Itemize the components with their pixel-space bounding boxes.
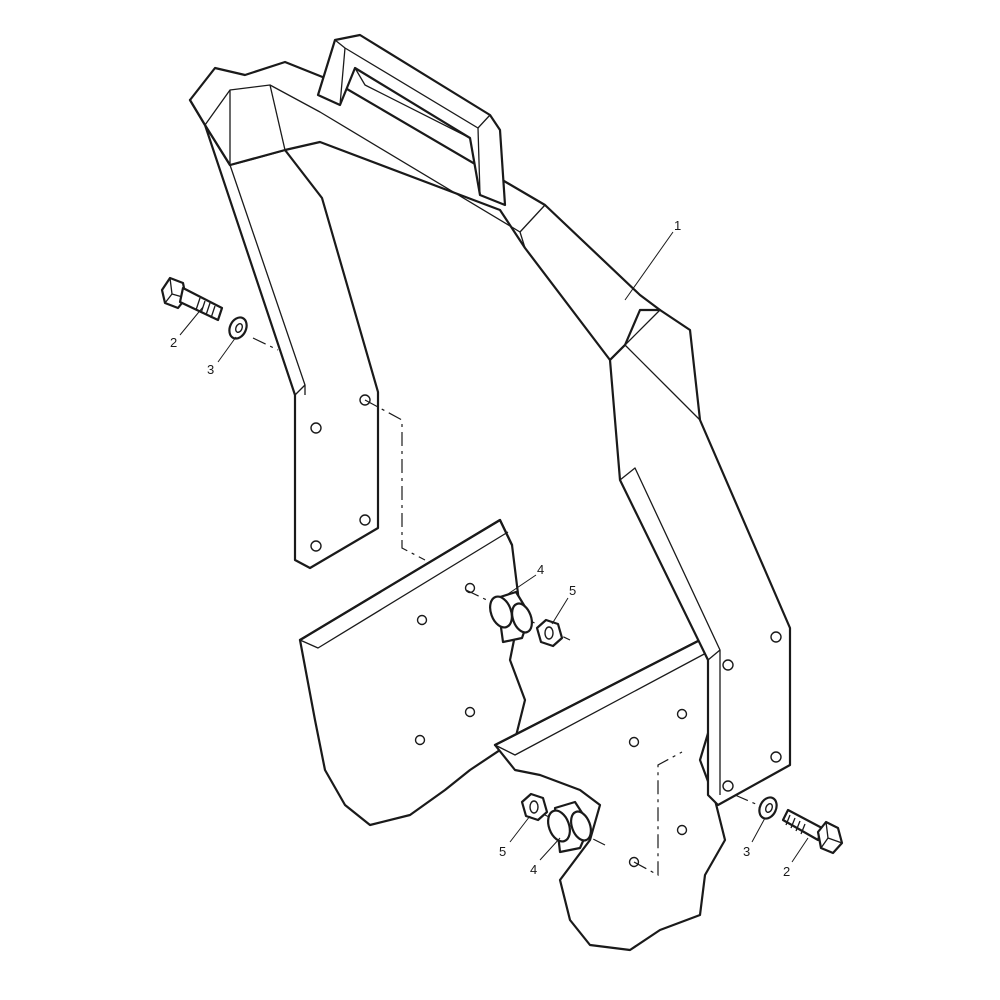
bolt-right	[781, 808, 844, 855]
spacer-lower	[547, 800, 592, 854]
nut-upper	[535, 618, 564, 648]
callout-washer-left: 3	[207, 362, 214, 377]
guard-frame	[188, 33, 792, 807]
callout-bolt-right: 2	[783, 864, 790, 879]
callout-spacer-lower: 4	[530, 862, 537, 877]
spacer-upper	[489, 590, 533, 644]
nut-lower	[520, 792, 549, 822]
washer-left	[228, 316, 248, 340]
leader-lines	[179, 231, 809, 863]
callout-nut-upper: 5	[569, 583, 576, 598]
lower-mounting-plate	[493, 638, 727, 952]
callout-washer-right: 3	[743, 844, 750, 859]
upper-mounting-plate	[298, 518, 527, 827]
callout-spacer-upper: 4	[537, 562, 544, 577]
callout-frame: 1	[674, 218, 681, 233]
callout-nut-lower: 5	[499, 844, 506, 859]
callout-labels: 1 2 3 4 5 5 4 3 2	[170, 218, 790, 879]
bolt-left	[160, 276, 224, 322]
washer-right	[758, 796, 778, 820]
callout-bolt-left: 2	[170, 335, 177, 350]
